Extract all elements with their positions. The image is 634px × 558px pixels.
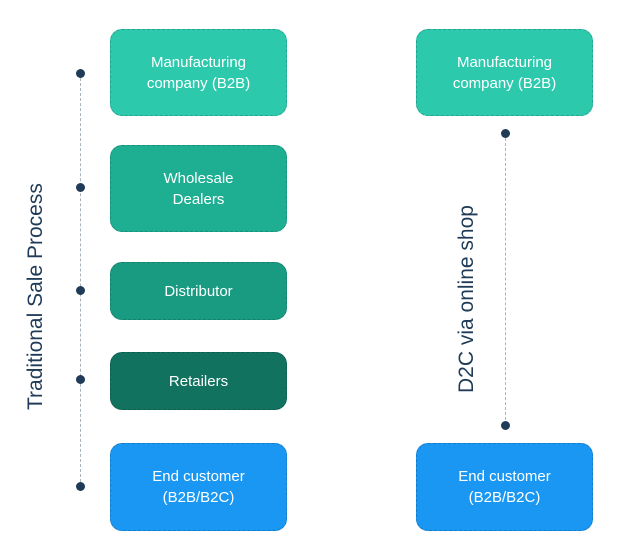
- left-dashed-line: [80, 73, 81, 487]
- left-box-wholesale-dealers: Wholesale Dealers: [110, 145, 287, 232]
- left-dot-distributor: [76, 286, 85, 295]
- right-dot-top: [501, 129, 510, 138]
- left-box-retailers: Retailers: [110, 352, 287, 410]
- left-dot-retailers: [76, 375, 85, 384]
- d2c-online-shop-label: D2C via online shop: [455, 205, 478, 393]
- right-dot-bottom: [501, 421, 510, 430]
- left-dot-end-customer: [76, 482, 85, 491]
- traditional-sale-process-label: Traditional Sale Process: [24, 183, 47, 410]
- left-dot-manufacturing: [76, 69, 85, 78]
- left-dot-wholesale: [76, 183, 85, 192]
- right-box-end-customer: End customer (B2B/B2C): [416, 443, 593, 531]
- left-box-manufacturing-company: Manufacturing company (B2B): [110, 29, 287, 116]
- left-box-distributor: Distributor: [110, 262, 287, 320]
- right-box-manufacturing-company: Manufacturing company (B2B): [416, 29, 593, 116]
- left-box-end-customer: End customer (B2B/B2C): [110, 443, 287, 531]
- right-dashed-line: [505, 133, 506, 425]
